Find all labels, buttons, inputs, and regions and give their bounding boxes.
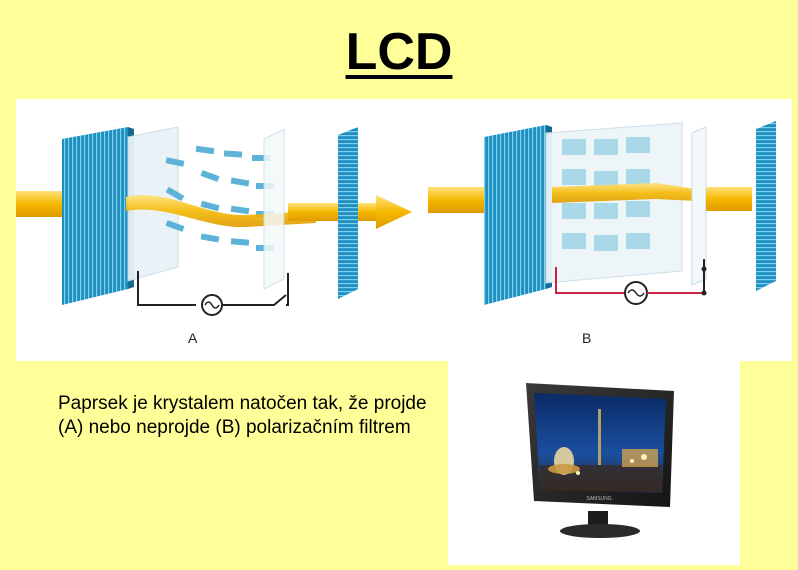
liquid-crystals-b <box>562 137 650 251</box>
switch-open-a <box>222 294 287 306</box>
lcd-diagram: A <box>16 99 792 361</box>
diagram-b: B <box>428 121 776 346</box>
light-beam-in-a <box>16 191 64 217</box>
label-b: B <box>582 330 591 346</box>
caption-text: Paprsek je krystalem natočen tak, že pro… <box>58 393 427 438</box>
diagram-a: A <box>16 126 412 346</box>
polarizer-back-b <box>756 121 776 291</box>
monitor-brand-logo: SAMSUNG <box>586 496 611 502</box>
label-a: A <box>188 330 198 346</box>
liquid-crystals-a <box>165 145 274 251</box>
monitor-illustration: SAMSUNG <box>526 383 674 538</box>
lcd-diagram-svg: A <box>16 121 776 346</box>
polarizer-front-b <box>484 125 546 305</box>
monitor-stand <box>560 524 640 538</box>
arrow-out-a <box>376 195 412 229</box>
monitor-photo: SAMSUNG <box>448 361 740 565</box>
light-beam-in-b <box>428 187 484 213</box>
polarizer-back-a <box>338 127 358 299</box>
slide-title: LCD <box>345 23 453 81</box>
polarizer-front-a <box>62 127 128 305</box>
